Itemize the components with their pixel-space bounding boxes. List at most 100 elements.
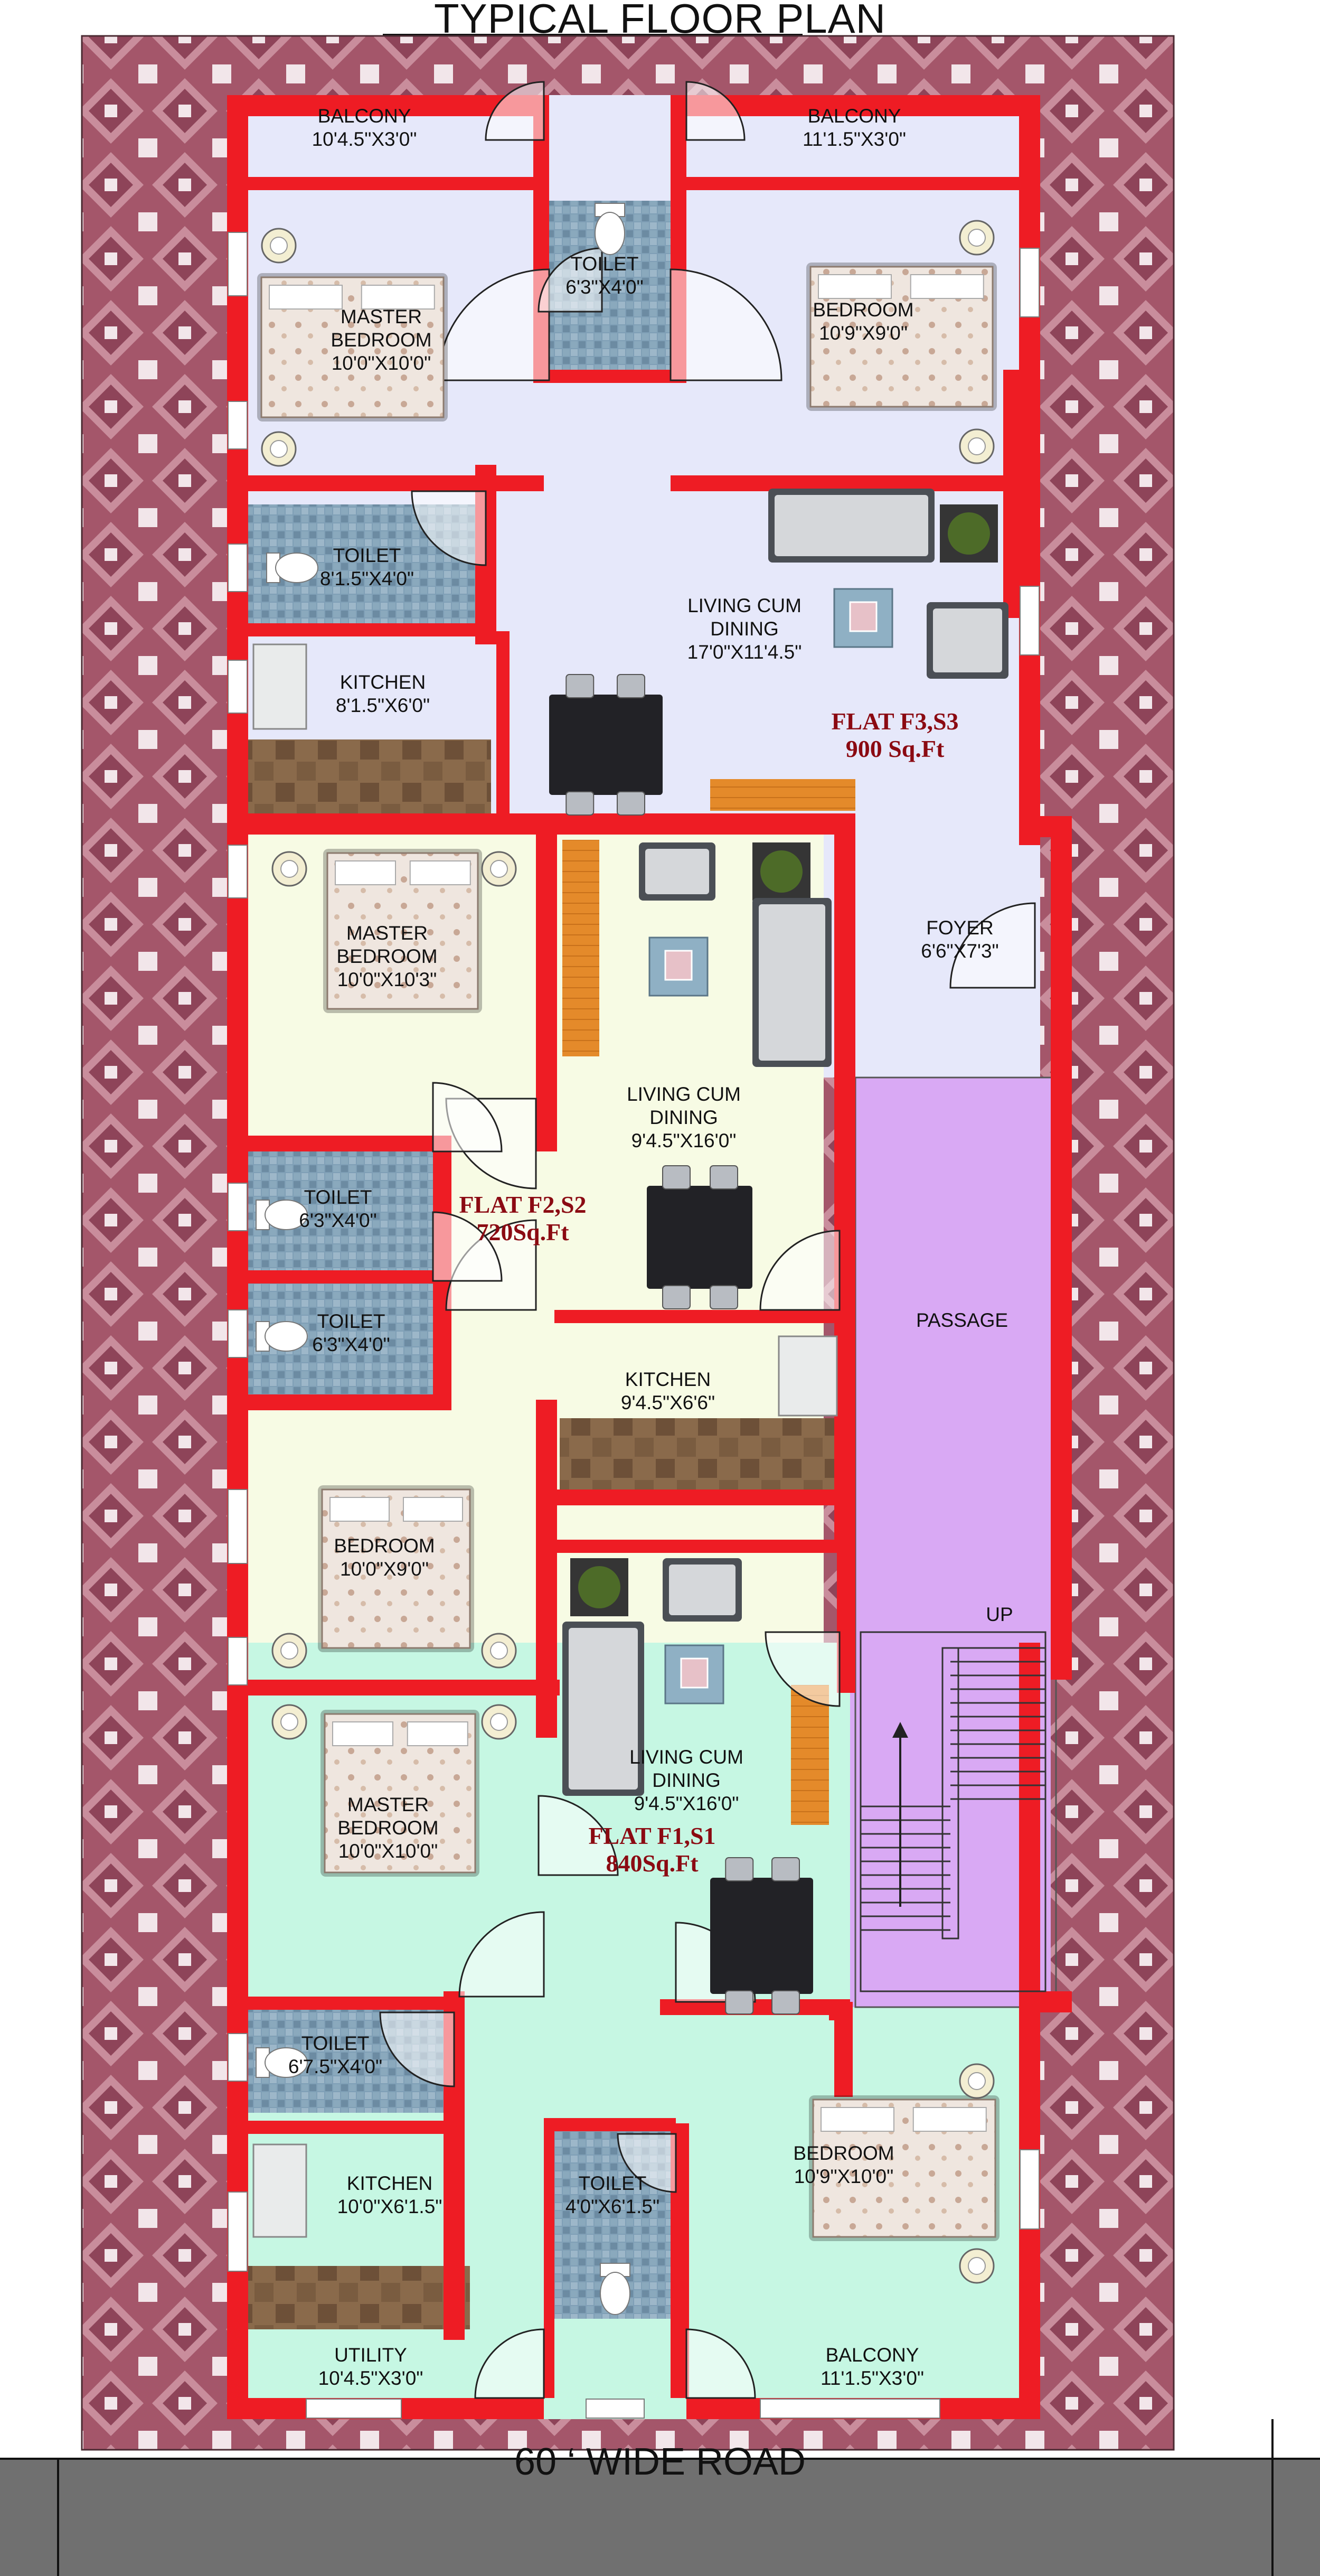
- door-toilet-f2-a: [432, 1082, 503, 1153]
- bed-f3-pillow: [910, 274, 984, 299]
- door-toilet-f3: [411, 490, 487, 566]
- passage-floor: [850, 1078, 1051, 2007]
- door-f2-entry: [759, 1230, 841, 1311]
- armchair-f2-cushion: [645, 849, 709, 894]
- bed-f3-pillow: [818, 274, 892, 299]
- wall-24: [834, 813, 855, 1553]
- plant-f1-leaves: [578, 1566, 620, 1608]
- wall-11: [248, 177, 544, 190]
- bed-f2-pillow: [329, 1497, 390, 1522]
- wc-f2-b: [256, 1321, 308, 1352]
- window-2: [228, 401, 248, 449]
- bed-master-f2-pillow: [335, 860, 396, 885]
- window-16: [586, 2399, 645, 2419]
- bed-master-f3-pillow: [361, 285, 435, 310]
- bed-f1-pillow: [912, 2107, 987, 2132]
- bed-master-f1-pillow: [407, 1721, 468, 1746]
- kitchen-f2-counter: [560, 1418, 855, 1497]
- site-boundary: [81, 35, 1175, 2451]
- window-5: [228, 845, 248, 898]
- dining-chair: [662, 1165, 691, 1189]
- dining-chair: [771, 1990, 800, 2015]
- lamp-9-bulb: [280, 1713, 298, 1731]
- door-balcony-left: [485, 81, 545, 141]
- door-kitchen-f1: [458, 1911, 545, 1998]
- wall-2: [1019, 95, 1040, 845]
- armchair-f1-cushion: [669, 1565, 736, 1615]
- window-17: [760, 2399, 940, 2419]
- dining-table-f1: [710, 1878, 813, 1994]
- wall-36: [554, 1540, 850, 1553]
- dining-chair: [710, 1285, 738, 1309]
- dining-chair: [725, 1990, 754, 2015]
- wc-f3-left: [266, 552, 318, 583]
- fridge-f3: [252, 643, 307, 730]
- stair-handrail: [941, 1647, 959, 1940]
- dining-chair: [565, 674, 595, 698]
- wall-46: [834, 2002, 853, 2097]
- wall-20: [549, 370, 671, 383]
- fridge-f2: [778, 1335, 838, 1417]
- stair-arrow-head: [892, 1722, 908, 1738]
- wall-4: [1019, 1643, 1040, 2419]
- wall-40: [248, 1997, 459, 2010]
- dining-chair: [771, 1857, 800, 1881]
- window-4: [228, 660, 248, 714]
- window-11: [228, 2191, 248, 2272]
- wall-25: [840, 1072, 855, 1083]
- coffee-table-f1-photo: [680, 1657, 709, 1689]
- road-label: 60 ‘ WIDE ROAD: [514, 2441, 806, 2483]
- wall-15: [248, 475, 486, 491]
- window-12: [1020, 248, 1040, 317]
- road-surface: [0, 2459, 1320, 2576]
- window-14: [1020, 2149, 1040, 2230]
- bed-master-f3-pillow: [269, 285, 343, 310]
- bed-master-f1-pillow: [332, 1721, 393, 1746]
- wc-f1-mid: [600, 2263, 630, 2315]
- stair-up-label: UP: [986, 1604, 1013, 1625]
- wall-18: [486, 475, 544, 491]
- coffee-table-f3-photo: [849, 601, 878, 632]
- lamp-12-bulb: [968, 2257, 986, 2275]
- wall-10: [1019, 1991, 1072, 2012]
- door-toilet-mid: [617, 2133, 677, 2193]
- door-foyer: [949, 902, 1036, 989]
- wc-f2-a: [256, 1200, 308, 1230]
- wall-12: [686, 177, 1024, 190]
- wood-strip-3: [791, 1685, 829, 1825]
- wc-f3-top: [595, 203, 625, 255]
- wall-1: [227, 95, 248, 2419]
- lamp-2-bulb: [270, 440, 288, 458]
- wc-f1-left-bowl: [265, 2047, 308, 2078]
- staircase-outline: [860, 1631, 1046, 1992]
- fridge-f1: [252, 2143, 307, 2238]
- door-balcony-bottom: [685, 2328, 756, 2399]
- door-balcony-right: [685, 81, 746, 141]
- wall-32: [536, 1400, 557, 1738]
- wall-9: [1019, 816, 1072, 837]
- bed-master-f2-pillow: [409, 860, 471, 885]
- kitchen-f1-counter: [248, 2266, 470, 2329]
- wood-strip-2: [562, 840, 599, 1056]
- wc-f3-top-bowl: [595, 212, 625, 255]
- door-master-f1: [538, 1795, 619, 1876]
- door-f1-entry: [765, 1631, 841, 1707]
- wall-16: [248, 623, 486, 636]
- plant-f2-leaves: [760, 850, 803, 893]
